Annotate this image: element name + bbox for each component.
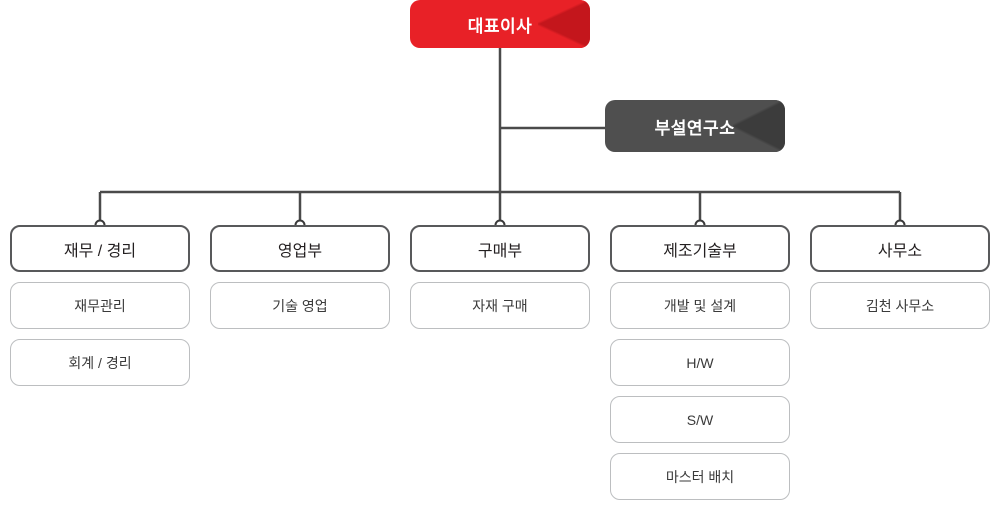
sub-item-label: 마스터 배치 [665,468,735,485]
department-label: 사무소 [877,242,923,260]
department-label: 재무 / 경리 [63,242,137,260]
sub-item-label: 개발 및 설계 [663,297,737,314]
sub-item-label: H/W [686,354,714,371]
sub-item[interactable]: S/W [610,396,790,443]
department-header-manufacturing[interactable]: 제조기술부 [610,225,790,272]
department-column-finance: 재무 / 경리 재무관리 회계 / 경리 [10,225,190,386]
node-research-institute-label: 부설연구소 [654,118,736,138]
department-label: 구매부 [477,242,523,260]
sub-item[interactable]: 자재 구매 [410,282,590,329]
department-header-sales[interactable]: 영업부 [210,225,390,272]
facet-decoration-icon [733,100,785,152]
sub-item[interactable]: 기술 영업 [210,282,390,329]
sub-item[interactable]: H/W [610,339,790,386]
department-column-sales: 영업부 기술 영업 [210,225,390,329]
department-column-office: 사무소 김천 사무소 [810,225,990,329]
sub-item-label: 재무관리 [74,297,126,314]
department-label: 영업부 [277,242,323,260]
department-header-office[interactable]: 사무소 [810,225,990,272]
sub-item[interactable]: 회계 / 경리 [10,339,190,386]
sub-item-label: 회계 / 경리 [68,354,132,371]
facet-decoration-icon [538,0,590,48]
sub-item[interactable]: 김천 사무소 [810,282,990,329]
department-header-finance[interactable]: 재무 / 경리 [10,225,190,272]
node-ceo-label: 대표이사 [467,16,533,36]
sub-item[interactable]: 마스터 배치 [610,453,790,500]
node-ceo[interactable]: 대표이사 [410,0,590,48]
sub-item-label: S/W [686,411,714,428]
sub-item-label: 자재 구매 [472,297,528,314]
department-label: 제조기술부 [663,242,737,260]
department-header-purchasing[interactable]: 구매부 [410,225,590,272]
department-column-purchasing: 구매부 자재 구매 [410,225,590,329]
department-column-manufacturing: 제조기술부 개발 및 설계 H/W S/W 마스터 배치 [610,225,790,500]
node-research-institute[interactable]: 부설연구소 [605,100,785,152]
sub-item[interactable]: 재무관리 [10,282,190,329]
sub-item[interactable]: 개발 및 설계 [610,282,790,329]
sub-item-label: 김천 사무소 [865,297,935,314]
sub-item-label: 기술 영업 [272,297,328,314]
